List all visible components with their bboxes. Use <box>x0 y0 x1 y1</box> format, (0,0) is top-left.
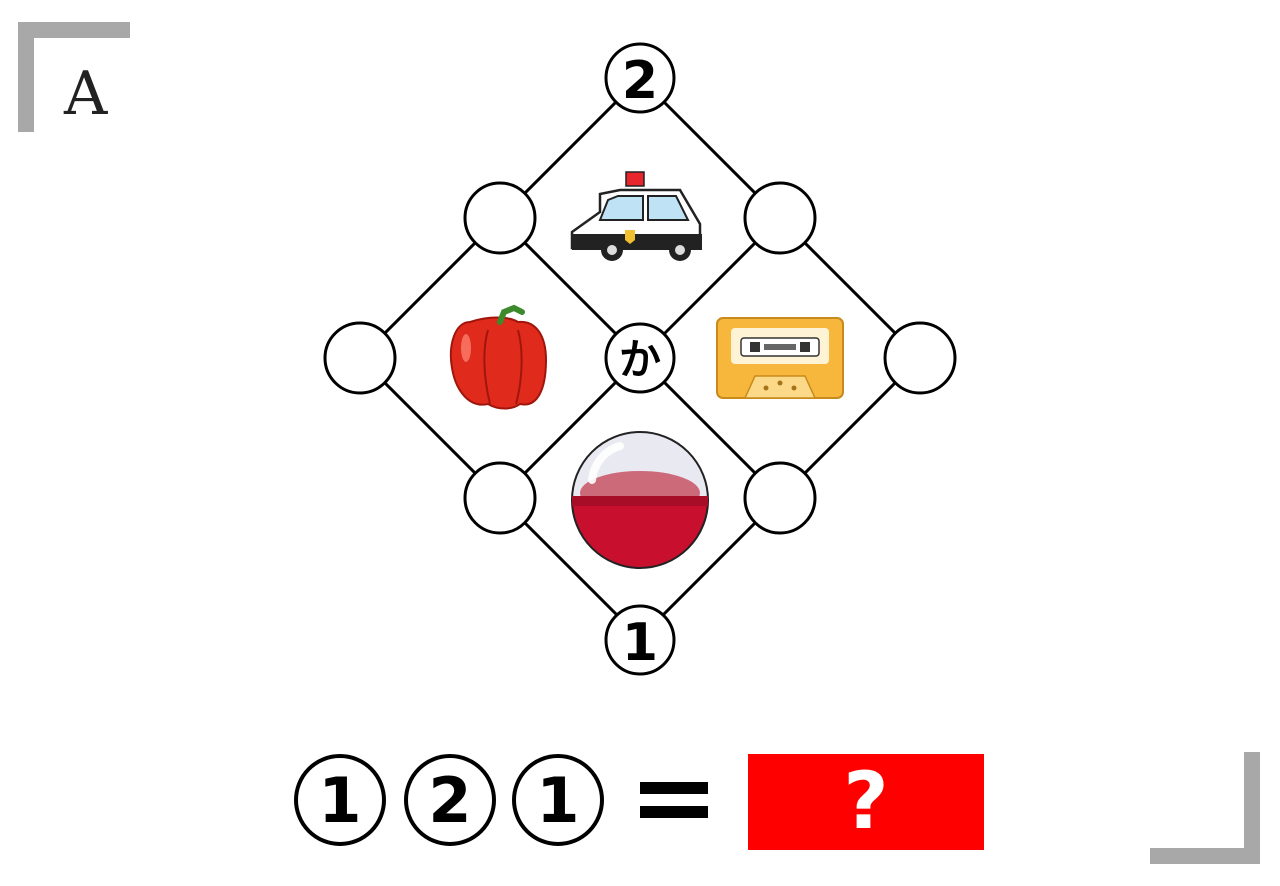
node-bottom-label: 1 <box>622 613 658 673</box>
blank-node-upper-right[interactable] <box>743 181 817 255</box>
equation-digit-2: 2 <box>404 754 496 846</box>
capsule-toy-icon <box>570 431 710 569</box>
node-top <box>604 42 676 114</box>
cassette-tape-icon <box>716 317 844 399</box>
corner-bracket-bottom-right-horizontal <box>1150 848 1260 864</box>
node-top-label: 2 <box>622 51 658 111</box>
blank-node-left[interactable] <box>323 321 397 395</box>
equation-digit-1: 1 <box>294 754 386 846</box>
corner-bracket-bottom-right-vertical <box>1244 752 1260 864</box>
equals-sign <box>640 770 710 830</box>
node-center-label: か <box>619 335 661 384</box>
answer-box[interactable]: ? <box>748 754 984 850</box>
node-bottom <box>604 604 676 676</box>
corner-bracket-top-left-horizontal <box>18 22 130 38</box>
blank-node-lower-left[interactable] <box>463 461 537 535</box>
blank-node-lower-right[interactable] <box>743 461 817 535</box>
blank-node-right[interactable] <box>883 321 957 395</box>
puzzle-label: A <box>64 59 108 129</box>
bell-pepper-icon <box>450 304 548 410</box>
node-center <box>604 322 676 394</box>
blank-node-upper-left[interactable] <box>463 181 537 255</box>
police-car-icon <box>570 171 702 261</box>
corner-bracket-top-left-vertical <box>18 22 34 132</box>
equation-digit-3: 1 <box>512 754 604 846</box>
